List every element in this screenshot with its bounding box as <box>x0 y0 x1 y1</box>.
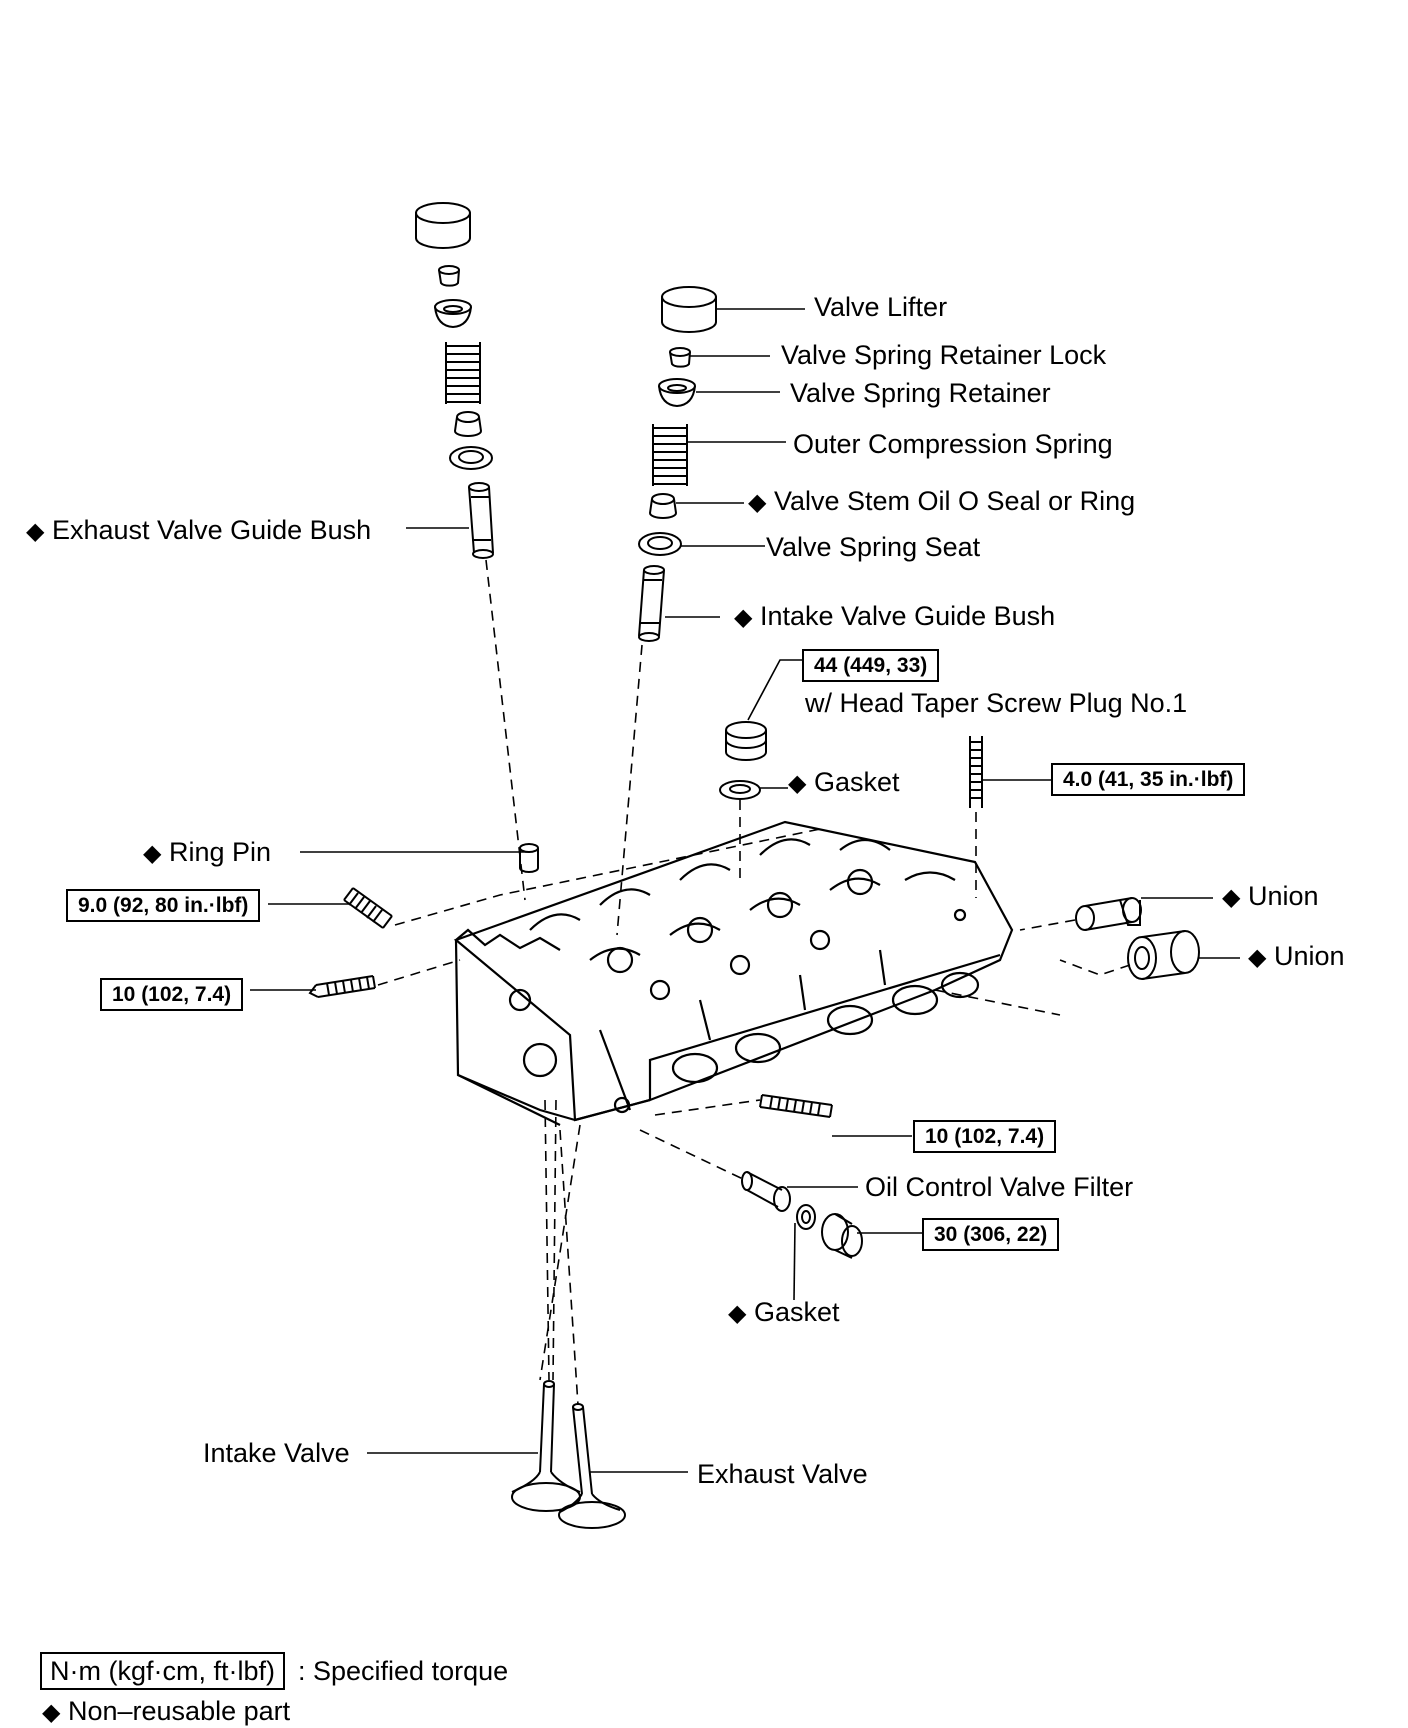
leader-lines <box>250 308 1240 1473</box>
torque-stud-left-upper: 9.0 (92, 80 in.·lbf) <box>66 889 261 922</box>
valve-spring-retainer-lock <box>669 347 691 368</box>
nonreusable-symbol: ◆ <box>143 840 162 867</box>
nonreusable-symbol: ◆ <box>1248 944 1267 971</box>
label-valve-stem-oil-seal: ◆ Valve Stem Oil O Seal or Ring <box>748 486 1135 518</box>
nonreusable-symbol: ◆ <box>1222 884 1241 911</box>
cylinder-head-body <box>453 820 1014 1126</box>
nonreusable-symbol: ◆ <box>728 1300 747 1327</box>
torque-plug: 44 (449, 33) <box>802 649 940 682</box>
label-union-1-text: Union <box>1247 881 1319 911</box>
torque-stud-bottom: 10 (102, 7.4) <box>913 1120 1057 1153</box>
label-gasket-upper-text: Gasket <box>813 767 900 797</box>
exhaust-valve-lifter <box>415 202 471 249</box>
intake-guide-bush <box>638 565 665 642</box>
label-valve-stem-oil-seal-text: Valve Stem Oil O Seal or Ring <box>773 486 1136 516</box>
label-union-2-text: Union <box>1273 941 1345 971</box>
label-valve-spring-seat: Valve Spring Seat <box>766 532 981 562</box>
label-exhaust-guide-bush: ◆ Exhaust Valve Guide Bush <box>26 515 371 547</box>
taper-screw-plug <box>725 721 767 761</box>
exhaust-spring-retainer <box>434 299 472 329</box>
stud-left-lower <box>308 975 376 998</box>
plug-gasket <box>719 780 761 800</box>
legend-nonreusable-text: Non–reusable part <box>67 1696 291 1726</box>
label-ring-pin-text: Ring Pin <box>168 837 272 867</box>
label-gasket-upper: ◆ Gasket <box>788 767 900 799</box>
union-1 <box>1075 897 1142 931</box>
label-intake-guide-bush-text: Intake Valve Guide Bush <box>759 601 1056 631</box>
union-2 <box>1127 930 1200 980</box>
exhaust-outer-spring <box>445 342 481 404</box>
valve-spring-seat <box>638 532 682 556</box>
exhaust-guide-bush <box>468 482 494 559</box>
intake-valve <box>511 1380 581 1512</box>
nonreusable-symbol: ◆ <box>748 489 767 516</box>
exhaust-valve <box>558 1403 626 1529</box>
valve-stem-oil-seal <box>648 493 678 519</box>
nonreusable-symbol: ◆ <box>42 1699 61 1726</box>
top-stud-bolt <box>969 736 983 808</box>
label-taper-plug: w/ Head Taper Screw Plug No.1 <box>805 688 1188 718</box>
label-intake-valve: Intake Valve <box>203 1438 350 1468</box>
oil-control-valve-filter <box>741 1171 791 1212</box>
label-intake-guide-bush: ◆ Intake Valve Guide Bush <box>734 601 1055 633</box>
outer-compression-spring <box>652 424 688 486</box>
valve-spring-retainer <box>658 378 696 408</box>
label-union-1: ◆ Union <box>1222 881 1319 913</box>
label-exhaust-guide-bush-text: Exhaust Valve Guide Bush <box>51 515 372 545</box>
nonreusable-symbol: ◆ <box>26 518 45 545</box>
alignment-lines <box>377 559 1131 1406</box>
legend-torque-desc: : Specified torque <box>298 1656 509 1686</box>
label-gasket-lower-text: Gasket <box>753 1297 840 1327</box>
stud-bottom <box>759 1094 833 1118</box>
label-union-2: ◆ Union <box>1248 941 1345 973</box>
torque-filter-plug: 30 (306, 22) <box>922 1218 1060 1251</box>
legend-nonreusable: ◆ Non–reusable part <box>42 1696 290 1728</box>
stud-left-upper <box>343 887 393 929</box>
label-ring-pin: ◆ Ring Pin <box>143 837 271 869</box>
label-oil-control-valve-filter: Oil Control Valve Filter <box>865 1172 1134 1202</box>
torque-stud-left-lower: 10 (102, 7.4) <box>100 978 244 1011</box>
label-gasket-lower: ◆ Gasket <box>728 1297 840 1329</box>
exhaust-spring-seat <box>449 446 493 470</box>
torque-stud-top: 4.0 (41, 35 in.·lbf) <box>1051 763 1246 796</box>
nonreusable-symbol: ◆ <box>734 604 753 631</box>
filter-gasket <box>796 1204 816 1230</box>
exhaust-valve-stack <box>415 202 494 559</box>
exhaust-retainer-lock <box>438 265 460 287</box>
exhaust-stem-oil-seal <box>453 411 483 437</box>
label-exhaust-valve: Exhaust Valve <box>697 1459 868 1489</box>
nonreusable-symbol: ◆ <box>788 770 807 797</box>
filter-plug <box>821 1213 863 1259</box>
legend-torque-box: N·m (kgf·cm, ft·lbf) <box>40 1652 285 1690</box>
label-valve-spring-retainer: Valve Spring Retainer <box>790 378 1051 408</box>
label-valve-lifter: Valve Lifter <box>814 292 948 322</box>
valve-lifter <box>661 286 717 333</box>
ring-pin <box>519 843 539 873</box>
label-valve-spring-retainer-lock: Valve Spring Retainer Lock <box>781 340 1107 370</box>
intake-valve-stack <box>638 286 717 642</box>
label-outer-compression-spring: Outer Compression Spring <box>793 429 1113 459</box>
